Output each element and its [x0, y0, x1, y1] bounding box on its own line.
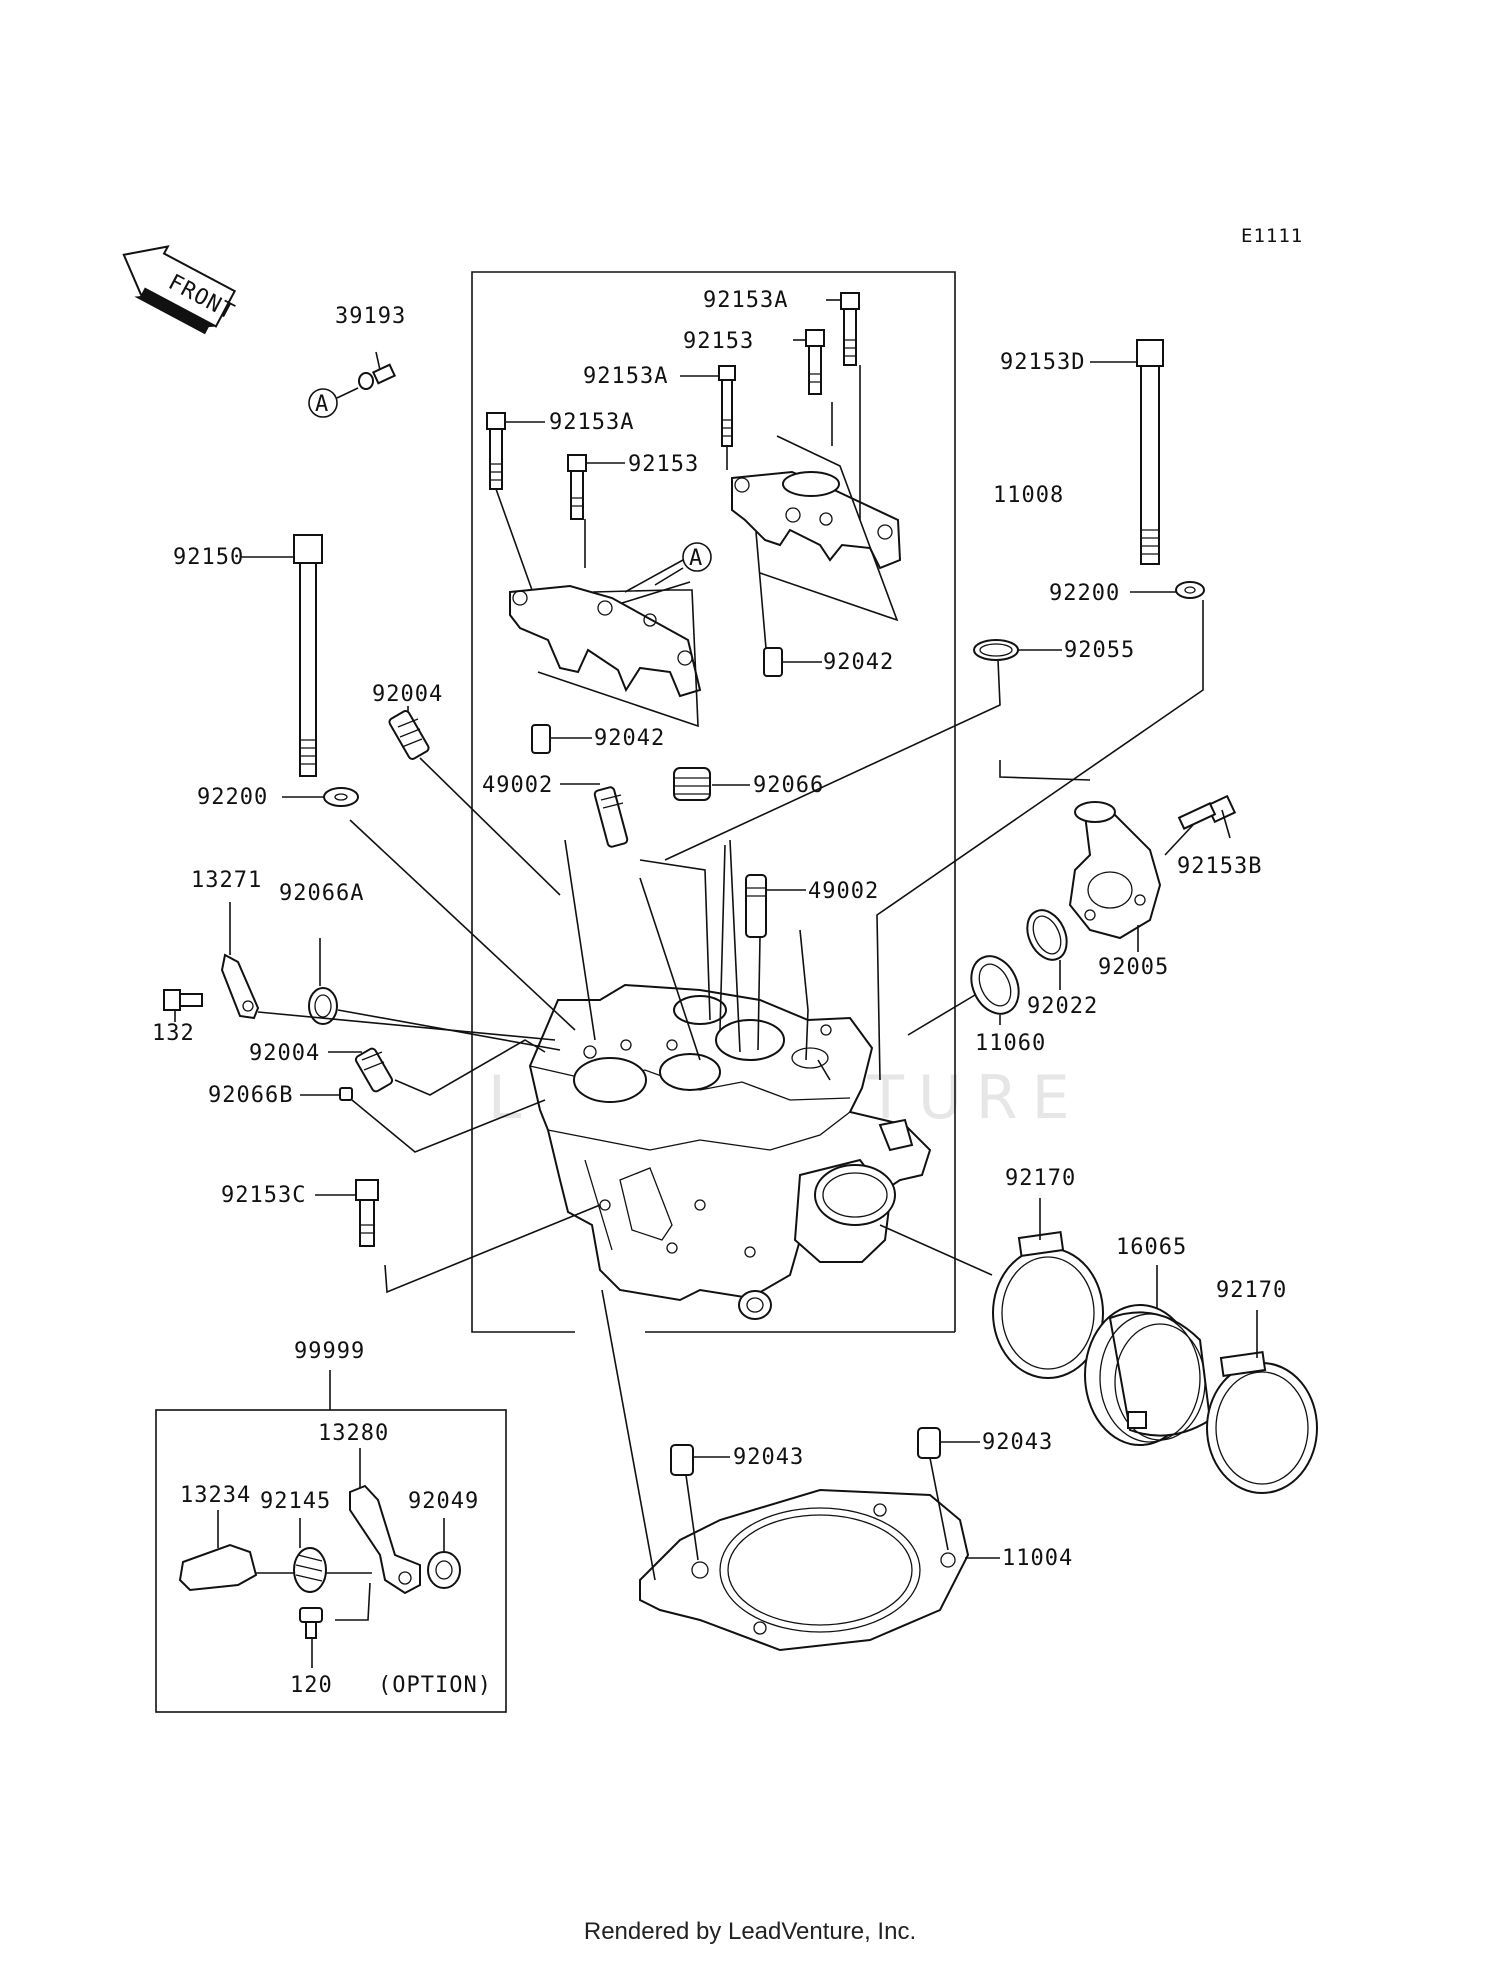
label-92004-lower: 92004 [249, 1041, 320, 1066]
label-92150: 92150 [173, 545, 244, 570]
label-49002-right: 49002 [808, 879, 879, 904]
bolt-132 [163, 989, 203, 1022]
plug-92066b [300, 1087, 546, 1153]
label-92153c: 92153C [221, 1183, 306, 1208]
seal-92049 [427, 1518, 461, 1589]
label-11004: 11004 [1002, 1546, 1073, 1571]
bolt-92153d [1090, 339, 1164, 565]
diagram-code: E1111 [1241, 225, 1303, 247]
svg-text:A: A [315, 392, 329, 417]
label-132: 132 [152, 1021, 195, 1046]
label-92153-left: 92153 [628, 452, 699, 477]
lever-13271 [220, 902, 260, 1020]
label-92049: 92049 [408, 1489, 479, 1514]
plug-92066 [673, 767, 750, 801]
label-92022: 92022 [1027, 994, 1098, 1019]
arm-13280 [335, 1448, 421, 1621]
render-credit: Rendered by LeadVenture, Inc. [583, 1918, 917, 1945]
label-92153b: 92153B [1177, 854, 1262, 879]
label-92145: 92145 [260, 1489, 331, 1514]
clamp-92170-lower [1206, 1310, 1318, 1494]
label-92200-left: 92200 [197, 785, 268, 810]
option-box [155, 1370, 507, 1713]
dowel-92043-right [917, 1427, 980, 1459]
label-120: 120 [290, 1673, 333, 1698]
cam-cap-guides [495, 365, 899, 728]
cam-cap-group-box [471, 271, 956, 1333]
plug-92066a [308, 938, 338, 1025]
label-39193: 39193 [335, 304, 406, 329]
label-92043-right: 92043 [982, 1430, 1053, 1455]
cam-cap-right [731, 470, 902, 570]
valve-guide-49002-right [745, 874, 806, 938]
dowel-92042-right [763, 647, 822, 677]
spring-92145 [293, 1518, 372, 1593]
bolt-92153-left [567, 454, 625, 520]
label-11060: 11060 [975, 1031, 1046, 1056]
label-13234: 13234 [180, 1483, 251, 1508]
label-92153a-mid: 92153A [583, 364, 668, 389]
label-92066: 92066 [753, 773, 824, 798]
label-92066b: 92066B [208, 1083, 293, 1108]
label-92170-lower: 92170 [1216, 1278, 1287, 1303]
label-92004-top: 92004 [372, 682, 443, 707]
head-gasket-11004 [601, 1289, 1000, 1652]
clamp-92170-upper [879, 1198, 1104, 1379]
label-92200-right: 92200 [1049, 581, 1120, 606]
label-92042-right: 92042 [823, 650, 894, 675]
callout-a-bolt: A [308, 351, 397, 418]
oring-92022 [1026, 909, 1068, 990]
label-92066a: 92066A [279, 881, 364, 906]
label-92153a-top: 92153A [703, 288, 788, 313]
label-92170-upper: 92170 [1005, 1166, 1076, 1191]
label-92153-right: 92153 [683, 329, 754, 354]
dowel-92043-left [670, 1444, 730, 1476]
screw-120 [299, 1607, 323, 1668]
water-outlet-92005 [1068, 801, 1194, 952]
bolt-92153c [315, 1179, 601, 1294]
valve-guide-49002-top [560, 783, 629, 848]
intake-joint-16065 [1084, 1265, 1212, 1446]
label-16065: 16065 [1116, 1235, 1187, 1260]
head-leader-lines [349, 600, 1204, 1081]
bolt-92153a-left [486, 412, 545, 490]
callout-a-cap: A [624, 542, 712, 593]
seal-11060 [907, 955, 1020, 1036]
label-13271: 13271 [191, 868, 262, 893]
stud-92004-top [388, 706, 430, 760]
cam-cap-left [509, 584, 702, 698]
front-arrow-icon: FRONT [122, 245, 239, 335]
label-92153d: 92153D [1000, 350, 1085, 375]
bolt-92153-right [793, 329, 825, 395]
stud-92004-lower [328, 1039, 546, 1096]
bolt-92150 [240, 534, 323, 777]
oring-92055 [973, 639, 1062, 661]
label-11008: 11008 [993, 483, 1064, 508]
svg-text:A: A [689, 546, 703, 571]
washer-92200-left [282, 787, 359, 807]
label-92055: 92055 [1064, 638, 1135, 663]
bolt-92153a-top [826, 292, 860, 366]
dowel-92042-left [531, 724, 592, 754]
washer-92200-right [1130, 581, 1205, 599]
bolt-92153a-mid [680, 365, 736, 447]
label-49002-top: 49002 [482, 773, 553, 798]
label-92153a-left: 92153A [549, 410, 634, 435]
sensor-13234 [178, 1510, 298, 1592]
label-92042-left: 92042 [594, 726, 665, 751]
option-label: (OPTION) [378, 1673, 492, 1698]
label-99999: 99999 [294, 1339, 365, 1364]
label-92043-left: 92043 [733, 1445, 804, 1470]
label-13280: 13280 [318, 1421, 389, 1446]
cylinder-head [528, 983, 932, 1320]
shaft-leaders [257, 1009, 561, 1051]
label-92005: 92005 [1098, 955, 1169, 980]
bolt-92153b [1177, 794, 1237, 839]
